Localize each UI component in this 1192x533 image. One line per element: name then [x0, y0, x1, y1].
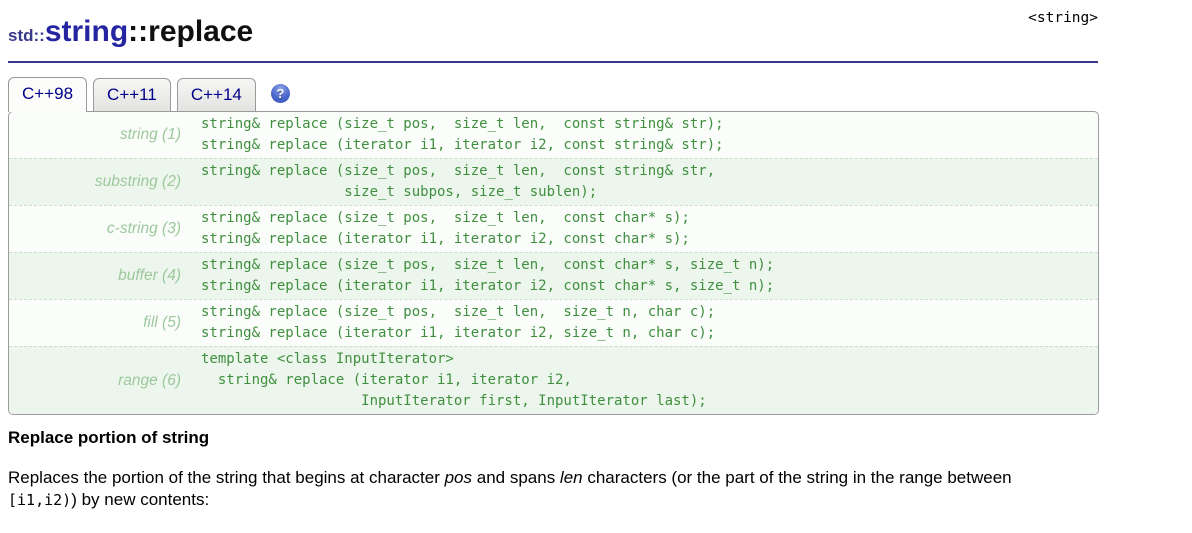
title-namespace: std:: — [8, 26, 45, 45]
header-include-link[interactable]: <string> — [1028, 10, 1098, 26]
code-snippet: string& replace (size_t pos, size_t len,… — [201, 116, 724, 153]
overload-code-cell: string& replace (size_t pos, size_t len,… — [197, 112, 1098, 158]
overload-code-cell: template <class InputIterator> string& r… — [197, 347, 1098, 414]
overload-code-cell: string& replace (size_t pos, size_t len,… — [197, 159, 1098, 205]
page-header: <string> std::string::replace — [8, 0, 1100, 63]
overload-code-cell: string& replace (size_t pos, size_t len,… — [197, 300, 1098, 346]
overload-row-substring: substring (2) string& replace (size_t po… — [9, 158, 1098, 205]
tab-cpp11[interactable]: C++11 — [93, 78, 171, 111]
overload-label: buffer (4) — [118, 267, 181, 284]
version-tabs: C++98 C++11 C++14 ? — [8, 77, 1100, 112]
section-heading: Replace portion of string — [8, 428, 210, 447]
title-divider — [8, 61, 1098, 63]
page: <string> std::string::replace C++98 C++1… — [8, 0, 1100, 511]
paragraph-text: characters (or the part of the string in… — [582, 468, 1012, 487]
title-class: string — [44, 15, 129, 48]
tab-cpp14[interactable]: C++14 — [176, 78, 256, 111]
param-pos: pos — [444, 468, 473, 487]
overload-label: fill (5) — [143, 314, 181, 331]
overload-label: range (6) — [118, 371, 181, 389]
param-len: len — [559, 468, 583, 487]
code-snippet: string& replace (size_t pos, size_t len,… — [201, 257, 775, 294]
code-snippet: string& replace (size_t pos, size_t len,… — [201, 304, 716, 341]
overload-label: substring (2) — [94, 173, 181, 190]
range-code: [i1,i2) — [8, 490, 72, 509]
overload-row-range: range (6) template <class InputIterator>… — [9, 346, 1098, 414]
code-snippet: string& replace (size_t pos, size_t len,… — [201, 163, 716, 200]
overload-code-cell: string& replace (size_t pos, size_t len,… — [197, 206, 1098, 252]
overload-row-fill: fill (5) string& replace (size_t pos, si… — [9, 299, 1098, 346]
overload-row-string: string (1) string& replace (size_t pos, … — [9, 112, 1098, 158]
overload-label: c-string (3) — [106, 220, 181, 237]
overload-table: string (1) string& replace (size_t pos, … — [8, 111, 1099, 415]
title-member: ::replace — [128, 15, 254, 48]
tab-cpp98[interactable]: C++98 — [8, 77, 88, 112]
paragraph-text: and spans — [472, 468, 560, 487]
paragraph-text: ) by new contents: — [71, 489, 210, 509]
overload-row-cstring: c-string (3) string& replace (size_t pos… — [9, 205, 1098, 252]
paragraph-text: Replaces the portion of the string that … — [8, 468, 445, 487]
overload-code-cell: string& replace (size_t pos, size_t len,… — [197, 253, 1098, 299]
help-icon[interactable]: ? — [270, 84, 290, 103]
code-snippet: template <class InputIterator> string& r… — [201, 351, 707, 409]
overload-label: string (1) — [119, 126, 181, 143]
code-snippet: string& replace (size_t pos, size_t len,… — [201, 210, 690, 247]
section-paragraph: Replaces the portion of the string that … — [8, 467, 1054, 511]
page-title: std::string::replace — [8, 0, 1100, 53]
overload-row-buffer: buffer (4) string& replace (size_t pos, … — [9, 252, 1098, 299]
